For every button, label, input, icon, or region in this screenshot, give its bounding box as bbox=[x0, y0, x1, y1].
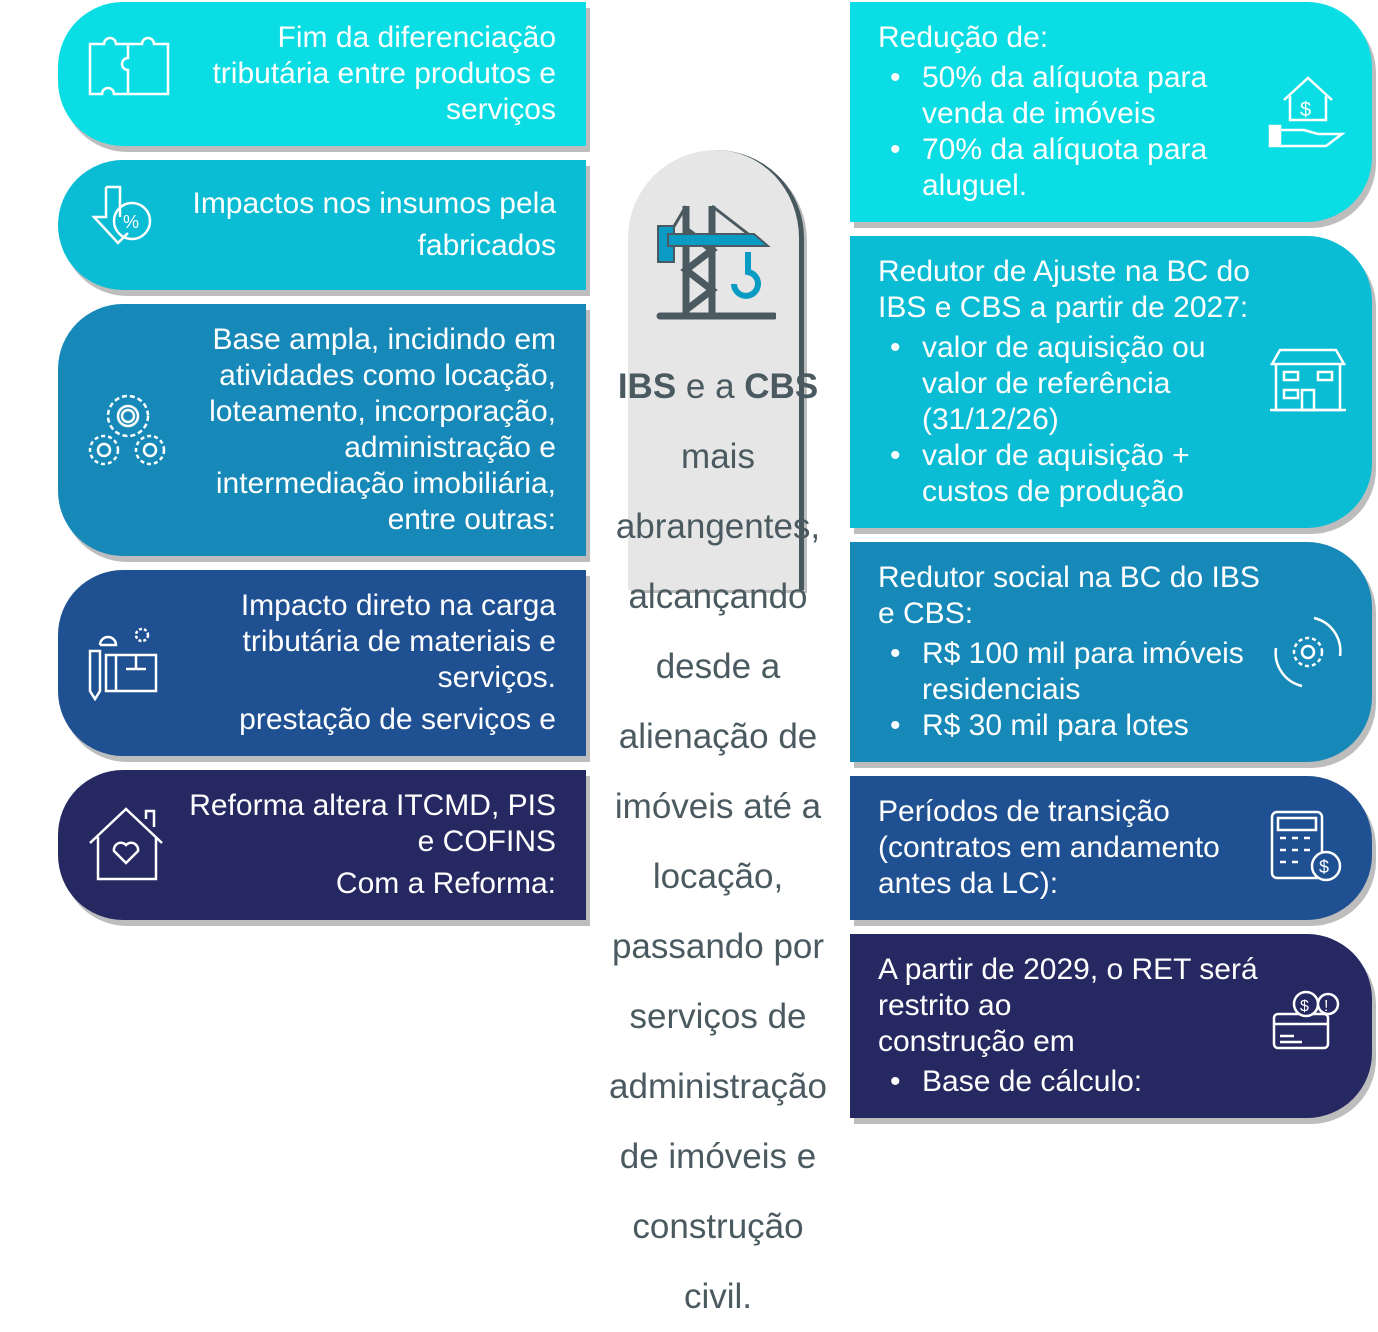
blueprint-icon bbox=[88, 627, 158, 702]
left-text-7: Reforma altera ITCMD, PIS e COFINS bbox=[189, 789, 556, 858]
redutor-social: Redutor social na BC do IBS e CBS: bbox=[878, 561, 1260, 630]
center-description: mais abrangentes, alcançando desde a ali… bbox=[609, 437, 827, 1316]
gears-icon bbox=[88, 394, 166, 466]
center-card bbox=[628, 150, 804, 590]
right-card-5-text: A partir de 2029, o RET será restrito ao… bbox=[878, 952, 1260, 1100]
house-heart-icon bbox=[89, 807, 163, 881]
reducao-bullets: 50% da alíquota para venda de imóveis 70… bbox=[878, 60, 1260, 204]
left-card-2-text: Impactos nos insumos pela fabricados bbox=[192, 186, 556, 264]
left-text-6: fabricados bbox=[417, 229, 556, 262]
crane-icon bbox=[656, 204, 776, 320]
e-a-label: e a bbox=[676, 367, 745, 406]
construcao: construção em bbox=[878, 1025, 1075, 1058]
ajuste-bullets: valor de aquisição ou valor de referênci… bbox=[878, 330, 1260, 510]
right-card-2-text: Redutor de Ajuste na BC do IBS e CBS a p… bbox=[878, 254, 1260, 510]
bullet: 70% da alíquota para aluguel. bbox=[878, 132, 1260, 204]
svg-text:%: % bbox=[123, 212, 139, 232]
left-text-4: Impacto direto na carga tributária de ma… bbox=[240, 589, 556, 694]
calculator-dollar-icon: $ bbox=[1270, 810, 1342, 882]
left-card-5-text: Reforma altera ITCMD, PIS e COFINS Com a… bbox=[186, 788, 556, 902]
left-card-1: Fim da diferenciação tributária entre pr… bbox=[58, 2, 586, 146]
left-text-1: Fim da diferenciação tributária entre pr… bbox=[212, 21, 556, 126]
left-card-3: Base ampla, incidindo em atividades como… bbox=[58, 304, 586, 556]
right-card-2: Redutor de Ajuste na BC do IBS e CBS a p… bbox=[850, 236, 1372, 528]
bullet: R$ 30 mil para lotes bbox=[878, 708, 1260, 744]
left-card-2: % Impactos nos insumos pela fabricados bbox=[58, 160, 586, 290]
right-card-3-text: Redutor social na BC do IBS e CBS: R$ 10… bbox=[878, 560, 1260, 744]
money-alert-icon: $! bbox=[1272, 990, 1340, 1050]
right-card-1: $ Redução de: 50% da alíquota para venda… bbox=[850, 2, 1372, 222]
left-text-2: Impactos nos insumos pela bbox=[192, 187, 556, 220]
gear-cycle-icon bbox=[1274, 616, 1342, 688]
center-text: IBS e a CBS mais abrangentes, alcançando… bbox=[598, 352, 838, 1332]
base-bullets: Base de cálculo: bbox=[878, 1064, 1260, 1100]
building-icon bbox=[1269, 348, 1347, 412]
puzzle-icon bbox=[88, 36, 170, 96]
svg-text:$: $ bbox=[1319, 857, 1329, 877]
ret-text: A partir de 2029, o RET será restrito ao bbox=[878, 953, 1258, 1022]
left-column: Fim da diferenciação tributária entre pr… bbox=[58, 2, 586, 920]
left-text-3: Base ampla, incidindo em atividades como… bbox=[209, 323, 556, 536]
left-card-5: Reforma altera ITCMD, PIS e COFINS Com a… bbox=[58, 770, 586, 920]
bullet: valor de aquisição ou valor de referênci… bbox=[878, 330, 1260, 438]
bullet: valor de aquisição + custos de produção bbox=[878, 438, 1260, 510]
right-card-5: $! A partir de 2029, o RET será restrito… bbox=[850, 934, 1372, 1118]
right-column: $ Redução de: 50% da alíquota para venda… bbox=[850, 2, 1372, 1118]
ibs-label: IBS bbox=[617, 367, 677, 406]
left-card-4-text: Impacto direto na carga tributária de ma… bbox=[186, 588, 556, 738]
percent-down-icon: % bbox=[91, 185, 152, 245]
svg-text:$: $ bbox=[1300, 99, 1311, 121]
cbs-label: CBS bbox=[744, 367, 819, 406]
redutor-ajuste: Redutor de Ajuste na BC do IBS e CBS a p… bbox=[878, 255, 1250, 324]
bullet: 50% da alíquota para venda de imóveis bbox=[878, 60, 1260, 132]
svg-text:!: ! bbox=[1324, 998, 1328, 1015]
right-card-4: $ Períodos de transição (contratos em an… bbox=[850, 776, 1372, 920]
left-card-4: Impacto direto na carga tributária de ma… bbox=[58, 570, 586, 756]
left-text-8: Com a Reforma: bbox=[335, 867, 556, 900]
bullet: Base de cálculo: bbox=[878, 1064, 1260, 1100]
left-text-5: prestação de serviços e bbox=[239, 703, 556, 736]
reducao-title: Redução de: bbox=[878, 21, 1049, 54]
right-card-3: Redutor social na BC do IBS e CBS: R$ 10… bbox=[850, 542, 1372, 762]
house-dollar-hand-icon: $ bbox=[1268, 76, 1346, 148]
bullet: R$ 100 mil para imóveis residenciais bbox=[878, 636, 1260, 708]
social-bullets: R$ 100 mil para imóveis residenciais R$ … bbox=[878, 636, 1260, 744]
transicao: Períodos de transição (contratos em anda… bbox=[878, 795, 1220, 900]
right-card-1-text: Redução de: 50% da alíquota para venda d… bbox=[878, 20, 1260, 204]
svg-text:$: $ bbox=[1300, 998, 1309, 1015]
